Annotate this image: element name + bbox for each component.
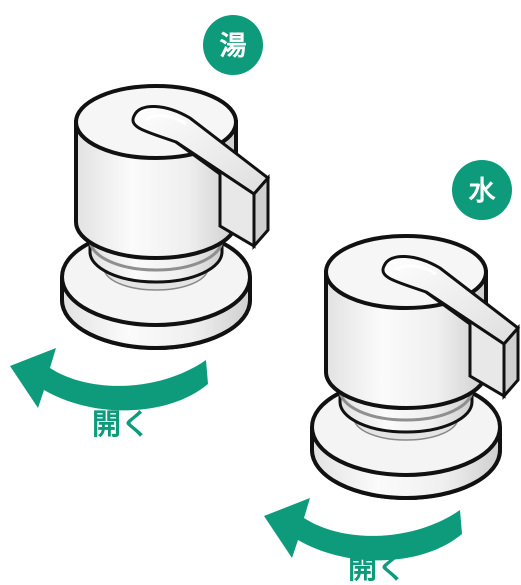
- hot-badge-label: 湯: [220, 31, 247, 62]
- cold-open-label: 開く: [348, 551, 406, 585]
- cold-badge: 水: [452, 160, 512, 220]
- hot-valve: 湯 開く: [10, 15, 270, 441]
- cold-badge-label: 水: [469, 176, 497, 207]
- cold-valve-knob[interactable]: [310, 234, 520, 500]
- hot-valve-knob[interactable]: [60, 84, 270, 350]
- cold-valve: 水 開く: [264, 160, 520, 585]
- hot-open-label: 開く: [92, 407, 150, 441]
- hot-badge: 湯: [203, 15, 263, 75]
- counterclockwise-arrow-icon: [10, 348, 208, 411]
